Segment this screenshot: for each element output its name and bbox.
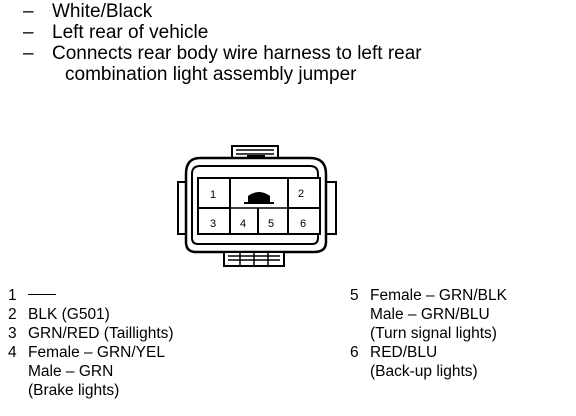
legend-text: Male – GRN/BLU [370,306,490,323]
legend-item: 6 RED/BLU [350,343,570,362]
empty-pin-dash [28,293,56,295]
legend-text: Male – GRN [28,363,114,380]
center-key [248,192,270,202]
legend-item: 3 GRN/RED (Taillights) [8,324,268,343]
legend-item: 5 Female – GRN/BLK [350,286,570,305]
pin-legend-left: 1 2 BLK (G501) 3 GRN/RED (Taillights) 4 … [8,286,268,400]
legend-text: (Turn signal lights) [370,325,497,342]
legend-pin-number: 1 [8,287,17,304]
pin-label: 1 [210,189,216,201]
bullet-dash: – [23,43,34,64]
bullet-dash: – [23,1,34,22]
connects-text-cont: combination light assembly jumper [65,64,357,85]
pin-label: 5 [268,218,274,230]
legend-pin-number: 6 [350,344,359,361]
legend-item: 1 [8,286,268,305]
pin-label: 4 [240,218,246,230]
legend-text: Female – GRN/YEL [28,344,165,361]
legend-pin-number: 3 [8,325,17,342]
legend-pin-number: 4 [8,344,17,361]
pin-label: 2 [298,188,304,200]
legend-text: (Back-up lights) [370,363,478,380]
legend-item: 4 Female – GRN/YEL [8,343,268,362]
legend-text: Female – GRN/BLK [370,287,507,304]
legend-text: (Brake lights) [28,382,120,399]
legend-item: 2 BLK (G501) [8,305,268,324]
wire-color-text: White/Black [52,1,153,22]
legend-text: RED/BLU [370,344,438,361]
legend-pin-number: 2 [8,306,17,323]
connector-inner-shell [191,165,319,245]
pin-label: 3 [210,218,216,230]
legend-text: BLK (G501) [28,306,110,323]
connects-text: Connects rear body wire harness to left … [52,43,422,64]
connector-lock-tab [231,145,279,158]
connector-diagram: 1 2 3 4 5 6 [177,145,337,267]
legend-pin-number: 5 [350,287,359,304]
location-text: Left rear of vehicle [52,22,209,43]
bullet-dash: – [23,22,34,43]
legend-text: GRN/RED (Taillights) [28,325,174,342]
pin-label: 6 [300,218,306,230]
connects-line-cont: combination light assembly jumper [65,64,356,86]
pin-legend-right: 5 Female – GRN/BLK Male – GRN/BLU (Turn … [350,286,570,381]
